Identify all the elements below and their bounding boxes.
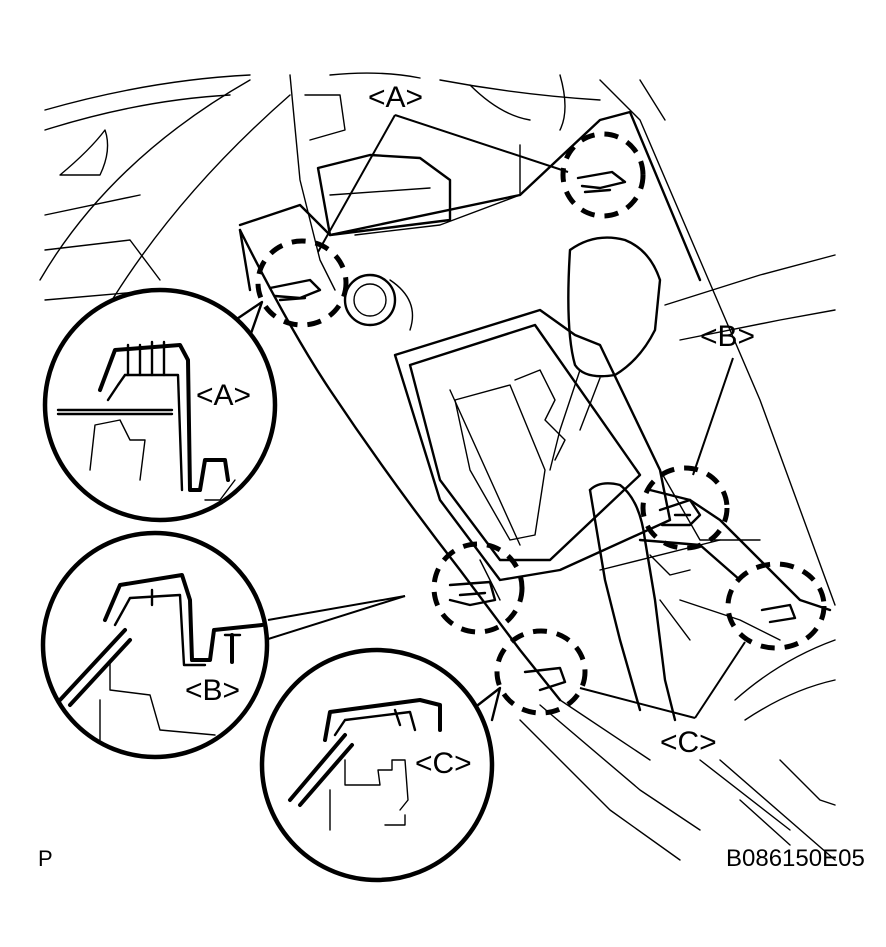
- detail-c-label: <C>: [415, 747, 472, 780]
- detail-a-label: <A>: [196, 379, 251, 412]
- detail-b-clip-drawing: [58, 573, 264, 741]
- clip-c-right-marker: [725, 561, 827, 651]
- detail-b-label: <B>: [185, 674, 240, 707]
- detail-view-c: [259, 647, 502, 883]
- callout-label-a: <A>: [368, 81, 423, 114]
- clip-b-right-marker: [640, 465, 730, 551]
- clip-b-left-marker: [431, 541, 525, 635]
- clip-a-left-marker: [255, 238, 349, 328]
- clip-symbols: [268, 170, 797, 692]
- detail-view-a: [42, 287, 278, 523]
- clip-a-right-marker: [560, 131, 646, 219]
- detail-a-clip-drawing: [56, 340, 236, 501]
- figure-code: B086150E05: [726, 845, 865, 872]
- callout-label-c: <C>: [660, 726, 717, 759]
- detail-c-clip-drawing: [288, 698, 442, 831]
- leader-lines: [317, 114, 746, 719]
- callout-label-b: <B>: [700, 320, 755, 353]
- clip-location-markers: [255, 131, 827, 716]
- detail-view-b: [40, 530, 406, 760]
- dashboard-background: [39, 72, 836, 861]
- clip-c-left-marker: [494, 628, 588, 716]
- page-marker: P: [38, 846, 53, 871]
